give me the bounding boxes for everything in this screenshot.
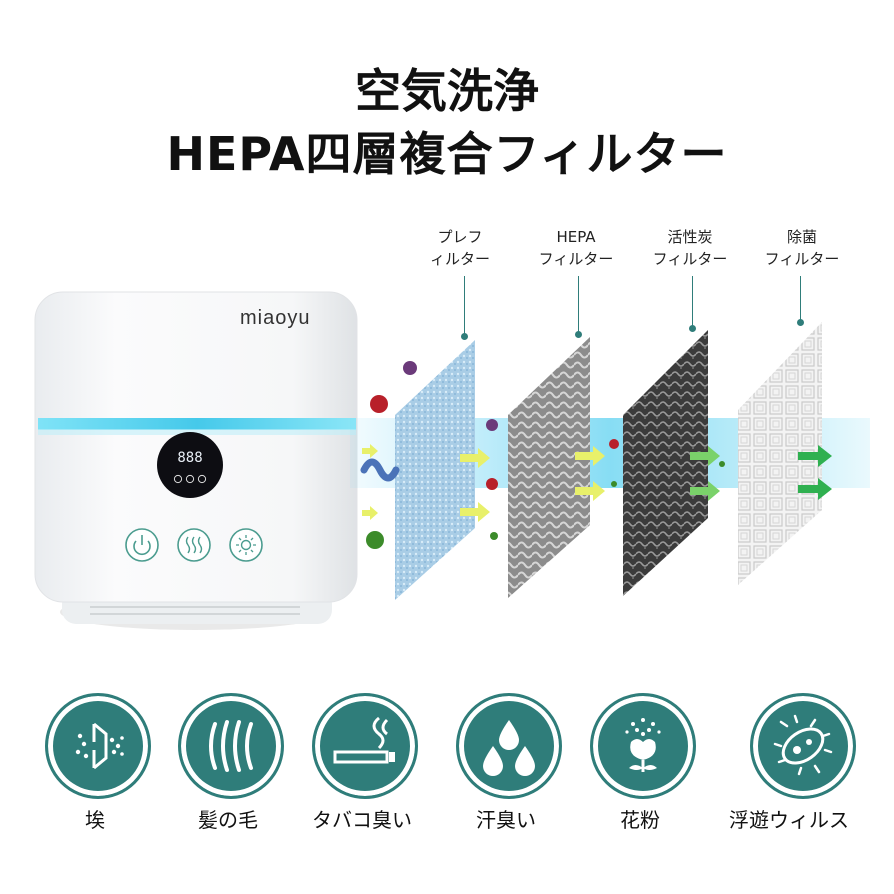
label-cigarette: タバコ臭い [312, 808, 412, 832]
air-purifier: miaoyu 888 [34, 291, 358, 630]
leader-dot-hepa [575, 331, 582, 338]
leader-line-carbon [692, 276, 693, 326]
filter-label-hepa: HEPA フィルター [516, 226, 636, 270]
filter-label-antibacterial: 除菌 フィルター [742, 226, 862, 270]
virus-icon [750, 693, 856, 799]
display-readout: 888 [177, 450, 202, 466]
leader-dot-carbon [689, 325, 696, 332]
filter-label-carbon-line2: フィルター [652, 250, 728, 268]
filter-label-pre-line2: ィルター [429, 250, 490, 268]
particles [360, 361, 725, 549]
pollen-flower-icon [590, 693, 696, 799]
label-dust: 埃 [85, 808, 105, 832]
dust-icon [45, 693, 151, 799]
filter-carbon [623, 330, 708, 596]
filter-pre [395, 340, 475, 600]
display-screen [157, 432, 223, 498]
filter-label-pre-line1: プレフ [437, 228, 483, 246]
leader-line-pre [464, 276, 465, 334]
airflow-arrows [362, 444, 832, 522]
label-virus: 浮遊ウィルス [729, 808, 849, 832]
filter-label-pre: プレフ ィルター [400, 226, 520, 270]
light-ring [38, 418, 356, 430]
filter-antibacterial [738, 322, 822, 585]
sweat-drops-icon [456, 693, 562, 799]
filter-label-antibacterial-line2: フィルター [764, 250, 840, 268]
mode-button[interactable] [177, 528, 211, 562]
filter-label-carbon: 活性炭 フィルター [630, 226, 750, 270]
power-button[interactable] [125, 528, 159, 562]
filter-label-hepa-line2: フィルター [538, 250, 614, 268]
filter-label-carbon-line1: 活性炭 [667, 228, 713, 246]
cigarette-icon [312, 693, 418, 799]
leader-line-antibacterial [800, 276, 801, 320]
light-button[interactable] [229, 528, 263, 562]
leader-dot-antibacterial [797, 319, 804, 326]
leader-dot-pre [461, 333, 468, 340]
label-hair: 髪の毛 [198, 808, 258, 832]
label-sweat: 汗臭い [476, 808, 536, 832]
leader-line-hepa [578, 276, 579, 332]
filter-hepa [508, 337, 590, 598]
label-pollen: 花粉 [620, 808, 660, 832]
title-line-2: HEPA四層複合フィルター [166, 127, 728, 181]
brand-logo: miaoyu [240, 307, 310, 329]
filter-label-hepa-line1: HEPA [556, 228, 596, 246]
title-line-1: 空気洗浄 [355, 64, 539, 118]
filter-label-antibacterial-line1: 除菌 [786, 228, 817, 246]
hair-icon [178, 693, 284, 799]
